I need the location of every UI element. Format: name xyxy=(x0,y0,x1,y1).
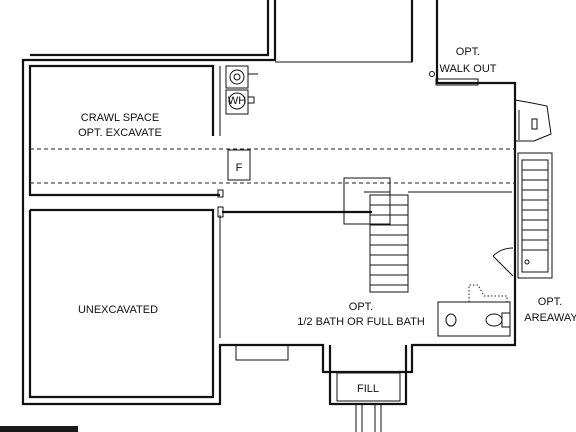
stair-wall xyxy=(217,177,512,225)
fill-area xyxy=(235,344,408,432)
outer-walls xyxy=(21,0,517,406)
main-stairs xyxy=(369,194,409,293)
bath-fixtures xyxy=(437,284,511,337)
unexcavated-label: UNEXCAVATED xyxy=(78,304,158,316)
walk-out-label: WALK OUT xyxy=(439,63,496,75)
areaway-opt-label: OPT. xyxy=(538,296,562,308)
water-heater-label: WH xyxy=(228,95,246,107)
furnace-box: F xyxy=(227,149,251,181)
opt-excavate-label: OPT. EXCAVATE xyxy=(78,127,162,139)
walk-out-bump xyxy=(429,71,552,142)
walk-out-opt-label: OPT. xyxy=(456,46,480,58)
crawl-space-label: CRAWL SPACE xyxy=(81,112,159,124)
furnace-label: F xyxy=(236,162,243,174)
unexcavated-room xyxy=(28,208,221,399)
areaway-stairs xyxy=(517,110,553,279)
water-heater-area: WH xyxy=(225,65,258,115)
areaway-label: AREAWAY xyxy=(524,312,576,324)
crawl-space-room xyxy=(28,64,221,197)
bath-opt-label: OPT. xyxy=(349,301,373,313)
beam-lines xyxy=(30,148,515,184)
watermark-strip xyxy=(0,426,78,432)
bath-label: 1/2 BATH OR FULL BATH xyxy=(297,316,425,328)
bath-door xyxy=(492,247,514,277)
fill-label: FILL xyxy=(357,383,379,395)
